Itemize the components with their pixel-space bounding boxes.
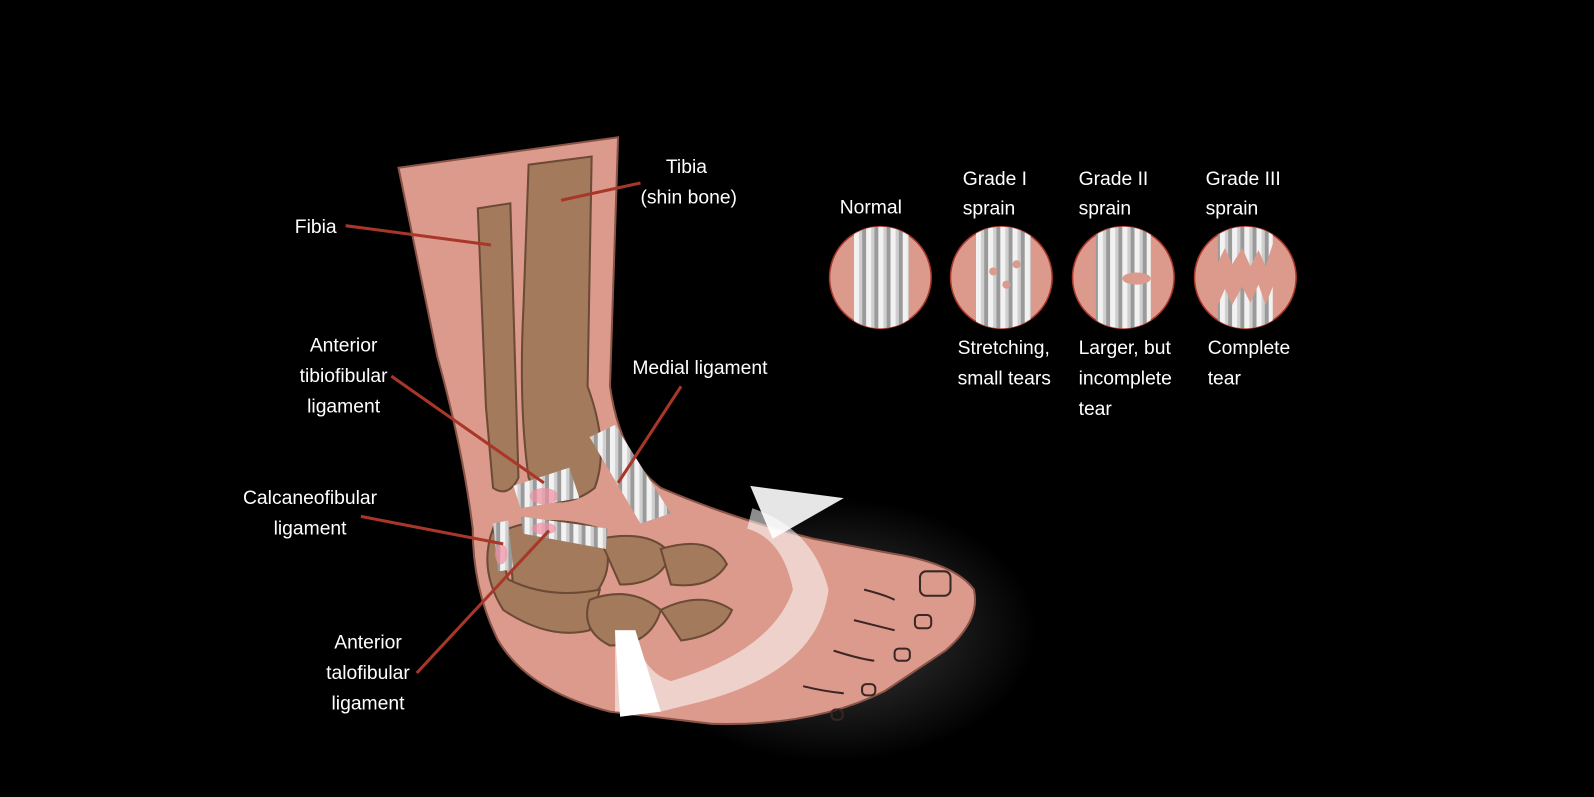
svg-text:sprain: sprain xyxy=(1206,198,1259,219)
svg-text:ligament: ligament xyxy=(274,519,348,540)
svg-text:Grade I: Grade I xyxy=(963,169,1027,190)
bones xyxy=(476,155,734,647)
calcaneofibular-pointer xyxy=(360,514,504,546)
medial-ligament-pointer xyxy=(616,385,683,484)
cuneiform-bone xyxy=(659,542,729,587)
svg-text:small tears: small tears xyxy=(958,368,1051,389)
label-tibia: Tibia (shin bone) xyxy=(640,157,737,208)
rotation-arrow-icon xyxy=(615,485,844,717)
svg-text:Anterior: Anterior xyxy=(334,633,402,654)
tibia-bone xyxy=(520,155,602,503)
svg-text:tear: tear xyxy=(1079,399,1113,420)
svg-text:Anterior: Anterior xyxy=(310,336,378,357)
grade-normal: Normal xyxy=(828,197,932,330)
svg-text:tear: tear xyxy=(1208,368,1242,389)
grade-2-sprain: Grade II sprain Larger, but incomplete t… xyxy=(1071,169,1175,420)
tibia-pointer xyxy=(560,181,641,202)
label-anterior-talofibular-ligament: Anterior talofibular ligament xyxy=(326,633,410,715)
metatarsal-bone xyxy=(659,598,734,642)
ligaments xyxy=(493,424,671,572)
anterior-tibiofibular-pointer xyxy=(390,374,545,485)
toenails xyxy=(802,570,952,721)
svg-text:ligament: ligament xyxy=(307,397,381,418)
svg-text:ligament: ligament xyxy=(332,694,406,715)
label-anterior-tibiofibular-ligament: Anterior tibiofibular ligament xyxy=(300,336,389,418)
svg-text:sprain: sprain xyxy=(963,198,1016,219)
fibula-bone xyxy=(476,202,520,493)
svg-text:Complete: Complete xyxy=(1208,338,1291,359)
label-medial-ligament: Medial ligament xyxy=(632,358,768,379)
svg-text:tibiofibular: tibiofibular xyxy=(300,366,389,387)
cuboid-bone xyxy=(586,593,662,647)
svg-text:Grade II: Grade II xyxy=(1079,169,1149,190)
svg-text:Grade III: Grade III xyxy=(1206,169,1281,190)
medial-ligament xyxy=(589,424,671,524)
fibia-pointer xyxy=(345,224,492,247)
svg-text:Calcaneofibular: Calcaneofibular xyxy=(243,488,378,509)
svg-text:sprain: sprain xyxy=(1079,198,1132,219)
svg-text:Stretching,: Stretching, xyxy=(958,338,1050,359)
grade-1-sprain: Grade I sprain Stretching, small tears xyxy=(949,169,1053,389)
anterior-tibiofibular-ligament xyxy=(513,467,580,509)
svg-text:Normal: Normal xyxy=(840,197,902,218)
svg-text:Larger, but: Larger, but xyxy=(1079,338,1172,359)
svg-text:talofibular: talofibular xyxy=(326,663,410,684)
anterior-talofibular-pointer xyxy=(415,529,551,675)
calcaneus-bone xyxy=(486,525,602,634)
svg-text:(shin bone): (shin bone) xyxy=(640,187,737,208)
label-calcaneofibular-ligament: Calcaneofibular ligament xyxy=(243,488,378,539)
svg-text:Tibia: Tibia xyxy=(666,157,707,178)
label-fibia: Fibia xyxy=(295,217,337,238)
grade-3-sprain: Grade III sprain Complete tear xyxy=(1193,169,1297,389)
svg-text:incomplete: incomplete xyxy=(1079,368,1172,389)
